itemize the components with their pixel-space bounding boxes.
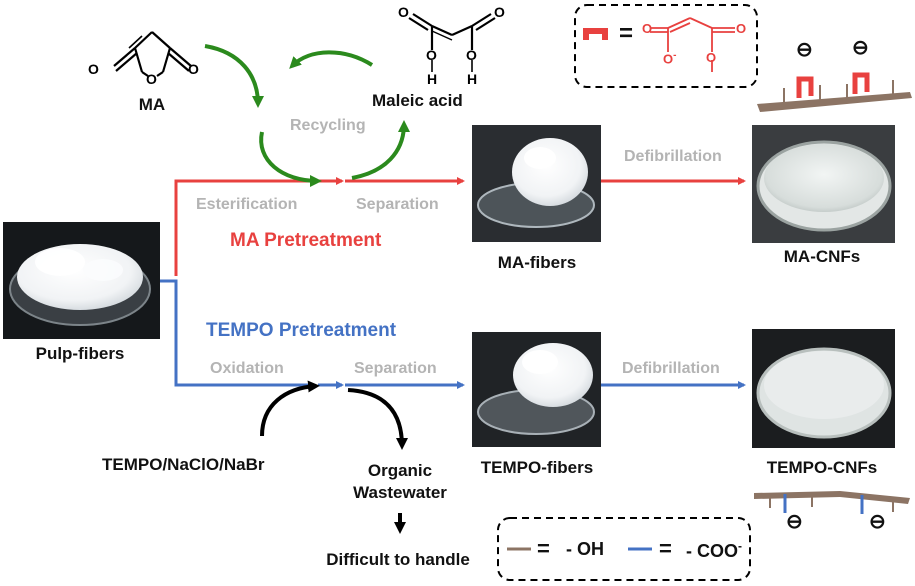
defibrillation-tempo-label: Defibrillation: [622, 360, 720, 377]
charge-icon-1: ⊖: [796, 39, 813, 61]
maleic-atom-o-2: O: [494, 4, 505, 20]
maleic-acid-label: Maleic acid: [372, 91, 463, 110]
maleic-atom-h-1: H: [427, 71, 438, 87]
esterification-label: Esterification: [196, 196, 298, 213]
ma-label: MA: [138, 95, 166, 114]
coo-legend-label: - COO-: [686, 539, 742, 561]
tempo-fibers-label: TEMPO-fibers: [480, 458, 594, 477]
tempo-cnfs-photo: [752, 329, 895, 448]
pulp-fibers-photo: [3, 222, 160, 339]
oh-legend-label: - OH: [566, 539, 604, 559]
tempo-pretreatment-label: TEMPO Pretreatment: [206, 320, 397, 341]
oh-equals: =: [537, 536, 550, 561]
group-legend-box: [497, 517, 751, 581]
ester-atom-o-2: O: [736, 21, 747, 36]
ma-legend-box: [574, 4, 758, 88]
pulp-fibers-label: Pulp-fibers: [35, 344, 125, 363]
ma-fibers-photo: [472, 125, 601, 242]
reagents-label: TEMPO/NaClO/NaBr: [102, 455, 265, 474]
difficult-label: Difficult to handle: [326, 550, 470, 569]
ma-molecule: [113, 31, 192, 77]
ma-cnf-surface: [757, 72, 912, 112]
maleic-atom-o-1: O: [398, 4, 409, 20]
ma-route: [174, 177, 746, 276]
maleic-acid-molecule: [408, 13, 496, 72]
wastewater-line1: Organic: [367, 461, 433, 480]
ma-legend-equals: =: [619, 20, 634, 47]
wastewater-line2: Wastewater: [353, 483, 447, 502]
ma-pretreatment-label: MA Pretreatment: [230, 230, 382, 251]
ma-atom-o-left: O: [88, 61, 99, 77]
ester-atom-o-1: O: [642, 21, 653, 36]
ma-atom-o-ring: O: [146, 71, 157, 87]
ma-ester-structure: [650, 17, 735, 72]
tempo-fibers-photo: [472, 332, 601, 447]
tempo-side-arrows: [260, 380, 408, 534]
maleic-atom-o-4: O: [466, 47, 477, 63]
ma-atom-o-right: O: [188, 61, 199, 77]
ma-cnfs-label: MA-CNFs: [783, 247, 861, 266]
charge-icon-2: ⊖: [852, 37, 869, 59]
ma-symbol-icon: [583, 28, 608, 40]
ester-atom-o-minus: O-: [663, 50, 677, 67]
ester-atom-o-3: O: [706, 50, 717, 65]
tempo-route: [160, 279, 746, 389]
maleic-atom-o-3: O: [426, 47, 437, 63]
defibrillation-ma-label: Defibrillation: [624, 148, 722, 165]
ma-fibers-label: MA-fibers: [497, 253, 577, 272]
maleic-atom-h-2: H: [467, 71, 478, 87]
oxidation-label: Oxidation: [210, 360, 284, 377]
separation-tempo-label: Separation: [354, 360, 437, 377]
charge-icon-3: ⊖: [786, 511, 803, 533]
tempo-cnfs-label: TEMPO-CNFs: [766, 458, 878, 477]
separation-ma-label: Separation: [356, 196, 439, 213]
ma-cnfs-photo: [752, 125, 895, 243]
recycling-label: Recycling: [290, 117, 366, 134]
coo-equals: =: [659, 536, 672, 561]
tempo-cnf-surface: [754, 491, 910, 514]
charge-icon-4: ⊖: [869, 511, 886, 533]
recycling-arrows: [204, 44, 410, 187]
